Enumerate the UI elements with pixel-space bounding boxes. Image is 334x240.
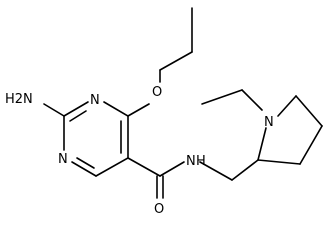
bond-pyr-c2-c3 xyxy=(257,159,301,165)
pyrrolidine-n-label: N xyxy=(264,115,274,130)
chemical-structure: H2N N N O O N H N xyxy=(5,7,323,217)
bond-ethyl-ch3 xyxy=(201,89,243,105)
bond-pyr-n-c2 xyxy=(257,127,267,161)
bond-ch2-pyr xyxy=(231,159,259,181)
amide-n-label: N xyxy=(186,154,196,169)
bond-c2-n3-inner xyxy=(69,110,87,122)
bond-c2-n3 xyxy=(63,101,89,117)
carbonyl-oxygen-label: O xyxy=(154,202,164,217)
bonds xyxy=(43,7,323,199)
ring-n-lower-label: N xyxy=(58,152,68,167)
bond-pyr-c5-n xyxy=(277,95,297,117)
bond-c5-c6 xyxy=(95,157,129,177)
bond-c4-o xyxy=(127,103,150,117)
bond-c2-nh2 xyxy=(43,103,65,117)
amide-h-label: H xyxy=(196,154,206,169)
bond-c6-n1 xyxy=(71,161,97,177)
bond-n-ethyl-ch2 xyxy=(241,89,263,111)
atom-labels: H2N N N O O N H N xyxy=(5,85,274,217)
bond-c6-n1-inner xyxy=(76,157,95,169)
bond-n3-c4 xyxy=(103,101,129,117)
amine-label: H2N xyxy=(5,92,33,107)
bond-n-ch2 xyxy=(199,161,233,181)
bond-camide-n xyxy=(159,161,185,177)
ring-n-upper-label: N xyxy=(90,93,100,108)
bond-pyr-c4-c5 xyxy=(295,95,323,127)
bond-pyr-c3-c4 xyxy=(299,125,323,165)
bond-ch2-ch2 xyxy=(159,51,193,71)
ether-oxygen-label: O xyxy=(152,85,162,100)
bond-c5-camide xyxy=(127,157,161,177)
